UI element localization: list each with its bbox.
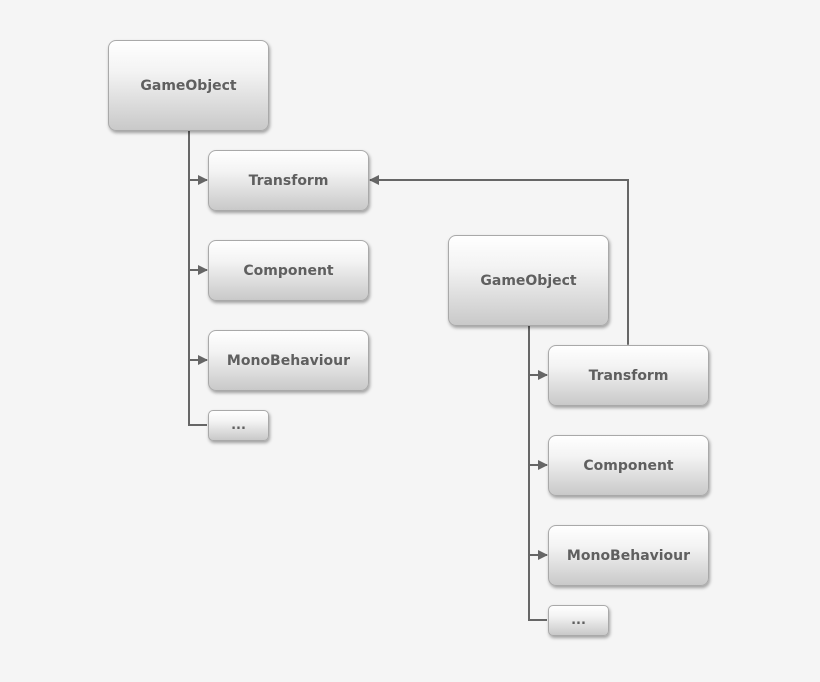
right-monobehaviour-node: MonoBehaviour [548,525,709,586]
left-trunk-line [188,131,207,426]
right-transform-node: Transform [548,345,709,406]
left-component-node: Component [208,240,369,301]
right-gameobject-node: GameObject [448,235,609,326]
right-component-node: Component [548,435,709,496]
right-ellipsis-node: ... [548,605,609,636]
left-gameobject-node: GameObject [108,40,269,131]
left-transform-node: Transform [208,150,369,211]
right-trunk-line [528,326,547,621]
left-monobehaviour-node: MonoBehaviour [208,330,369,391]
transform-link-connector [369,175,633,353]
left-ellipsis-node: ... [208,410,269,441]
